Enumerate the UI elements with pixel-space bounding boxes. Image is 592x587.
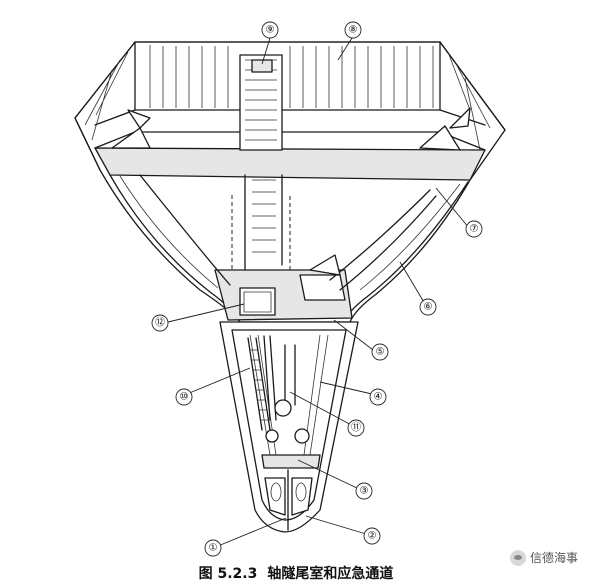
callout-2: ② [363, 527, 381, 545]
lower-landing [214, 269, 353, 321]
upper-ladder [239, 54, 283, 151]
wechat-logo-icon [509, 549, 526, 566]
callout-4-label: ④ [374, 392, 383, 403]
platform-deck [94, 107, 486, 181]
escape-trunk [219, 321, 359, 533]
callout-1: ① [204, 539, 222, 557]
callout-8-label: ⑧ [349, 25, 358, 36]
callout-3: ③ [355, 482, 373, 500]
callout-4: ④ [369, 388, 387, 406]
callout-9-label: ⑨ [266, 25, 275, 36]
watermark: 信德海事 [509, 549, 578, 566]
figure-caption: 图 5.2.3 轴隧尾室和应急通道 [0, 563, 592, 583]
vertical-shaft [224, 174, 291, 301]
callout-3-label: ③ [360, 486, 369, 497]
callout-12-label: ⑫ [155, 317, 165, 329]
callout-9: ⑨ [261, 21, 279, 39]
callout-1-label: ① [209, 543, 218, 554]
callout-5-label: ⑤ [376, 347, 385, 358]
callout-12: ⑫ [151, 314, 169, 332]
callout-5: ⑤ [371, 343, 389, 361]
callout-2-label: ② [368, 531, 377, 542]
callout-6-label: ⑥ [424, 302, 433, 313]
callout-11: ⑪ [347, 419, 365, 437]
figure-title: 轴隧尾室和应急通道 [267, 566, 394, 582]
callout-8: ⑧ [344, 21, 362, 39]
watermark-text: 信德海事 [529, 551, 578, 565]
callout-10: ⑩ [175, 388, 193, 406]
leader-lines [167, 37, 470, 547]
guard-rails [139, 174, 437, 291]
figure-number: 图 5.2.3 [198, 566, 258, 582]
corrugated-bulkhead [74, 41, 506, 171]
callout-6: ⑥ [419, 298, 437, 316]
callout-7-label: ⑦ [470, 224, 479, 235]
callout-7: ⑦ [465, 220, 483, 238]
callout-11-label: ⑪ [351, 422, 361, 434]
callout-10-label: ⑩ [180, 392, 189, 403]
